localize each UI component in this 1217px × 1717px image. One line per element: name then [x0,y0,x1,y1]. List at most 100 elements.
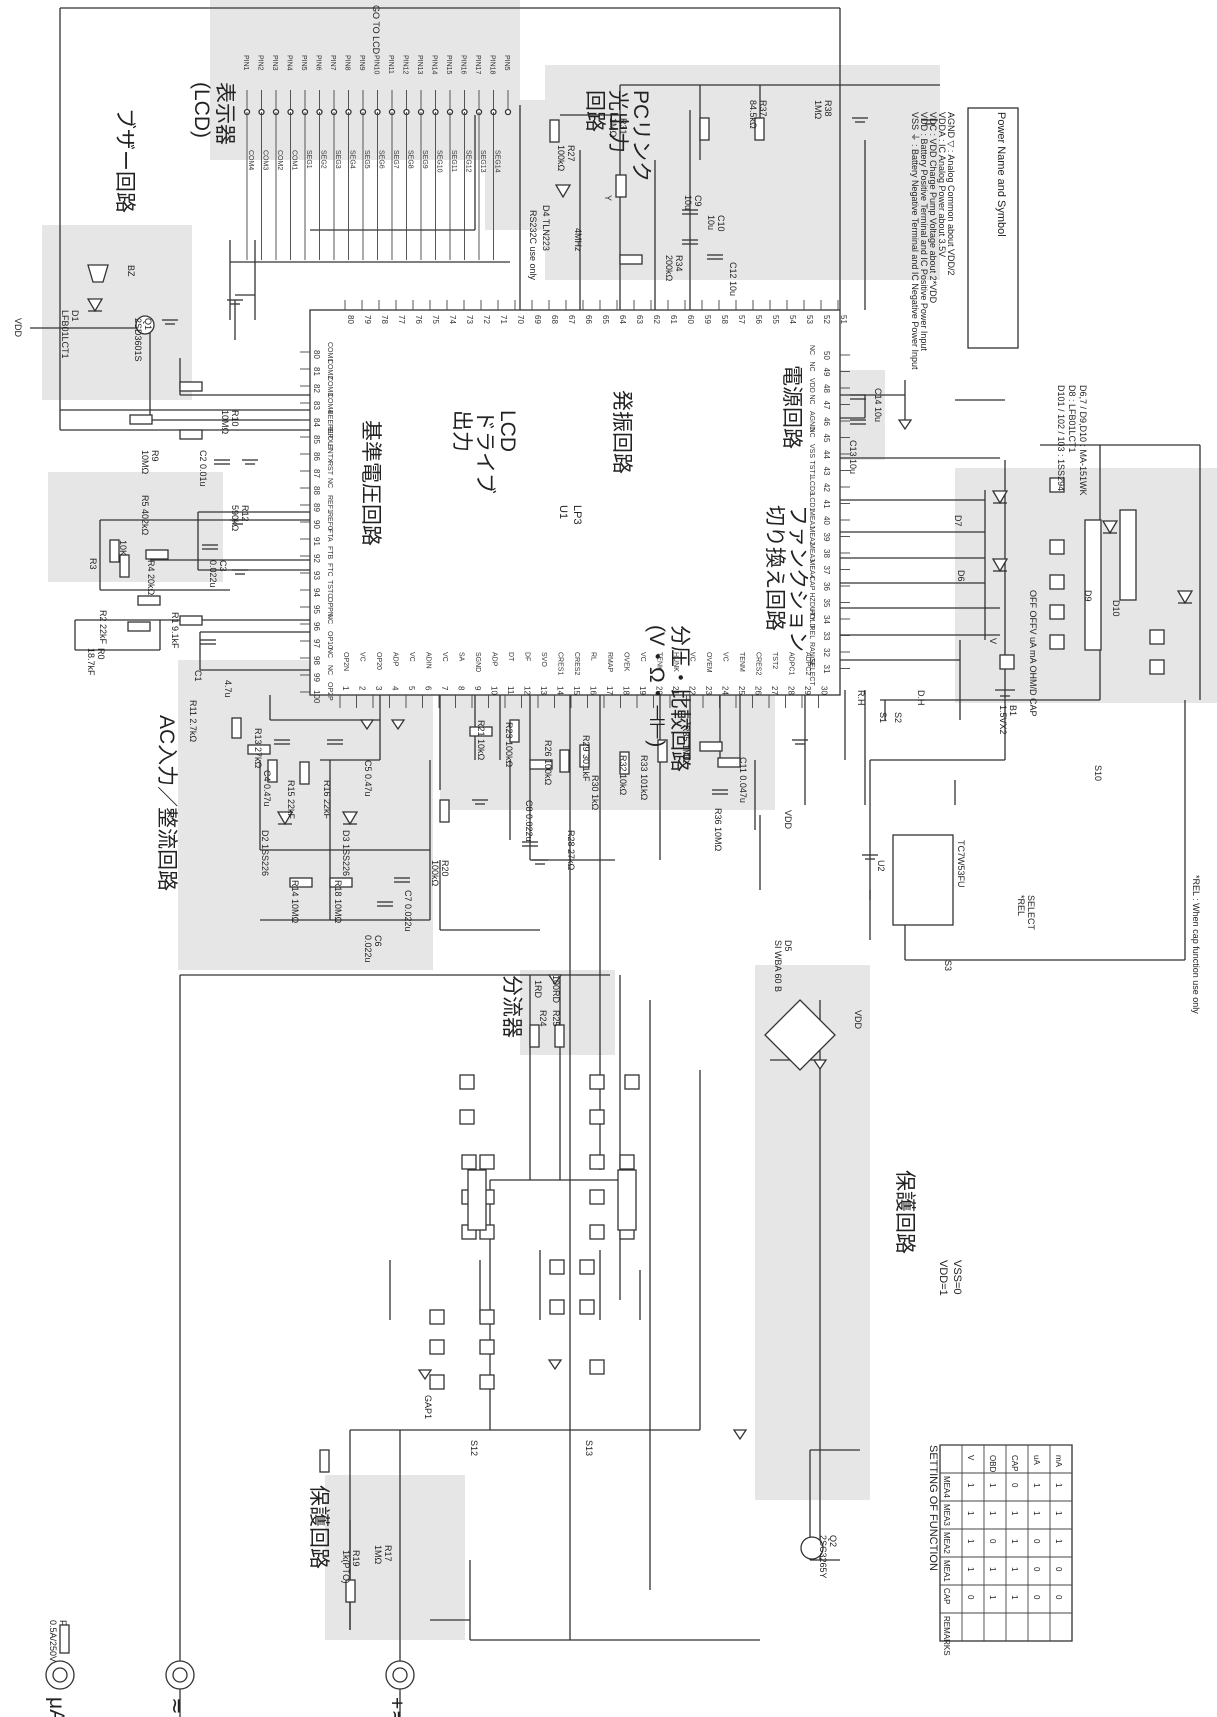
ic-left-pin-number: 82 [312,384,321,393]
component-label-line: R36 10MΩ [713,808,723,852]
ic-u1-part-line: LP3 [571,505,583,525]
component-label: R11 2.7kΩ [188,700,198,742]
ic-right-pin-name: MEA3 [808,543,815,562]
component-label-line: *REL [1016,895,1026,916]
table-cell: 0 [1032,1567,1041,1572]
zone-lcd [210,0,520,160]
ic-bottom-pin-number: 14 [556,686,565,695]
lcd-go-to-label: GO TO LCD [371,5,381,55]
component-label: C4 0.47u [262,770,272,807]
component-label: V [988,638,998,644]
ic-bottom-pin-number: 24 [721,686,730,695]
diode [991,558,1009,573]
component-label-line: 4.7u [223,680,233,698]
ic-top-pin-number: 63 [635,315,644,324]
lcd-pin-label: PIN6 [315,55,322,71]
table-cell: 1 [988,1511,997,1516]
table-cell: 1 [1054,1483,1063,1488]
table-note-vdd: VDD=1 [937,1260,949,1296]
component-label-line: R19 [351,1550,361,1567]
component-label-line: R30 1kΩ [590,775,600,811]
table-cell: 1 [1010,1595,1019,1600]
ic-top-pin-number: 72 [482,315,491,324]
block-title-line: 分圧・比較回路 [668,625,691,772]
diode [1101,520,1119,535]
component-label-line: LFB01LCT1 [60,310,70,359]
ic-right-pin-number: 35 [822,599,831,608]
buzzer-icon [87,264,109,283]
agnd-icon [547,974,563,986]
ic-right-pin-number: 45 [822,434,831,443]
component-label-line: 0.022u [363,935,373,963]
block-title: 保護回路 [307,1485,330,1569]
component-label: R1 9.1kF [170,612,180,649]
ic-right-pin-name: SELECT [808,659,815,687]
component-label: RS232C use only [528,210,538,281]
ic-right-pin-number: 50 [822,351,831,360]
switch-contact [1049,574,1065,590]
ic-top-pin-number: 55 [771,315,780,324]
bridge-d5-icon [764,999,836,1071]
component-label-line: R37 [758,100,768,117]
diode [1176,590,1194,605]
block-title-line: 電源回路 [780,365,803,449]
table-note-vdd-line: VDD=1 [937,1260,949,1296]
ic-bottom-pin-name: OP20 [375,652,382,670]
jacks: μA・mA≂ COM+≂ [45,1660,415,1717]
ic-left-pin-number: 94 [312,588,321,597]
lcd-pin-label: PIN13 [416,55,423,75]
ic-right-pin-name: HOLD [808,609,815,628]
component-label-line: 10MΩ [140,450,150,475]
lcd-signal-label: SEG7 [392,150,399,169]
ic-right-pin-number: 43 [822,467,831,476]
component-label: R15 22kF [286,780,296,820]
component-label-line: Q1 [143,318,153,330]
ic-bottom-pin-name: CRES2 [755,652,762,675]
ic-top-pin-number: 66 [584,315,593,324]
ic-bottom-pin-number: 6 [424,686,433,691]
switch-contact [1049,604,1065,620]
block-title: 発振回路 [610,390,633,474]
component-label-line: 200kΩ [664,255,674,282]
component-label-line: R2 22kF [98,610,108,645]
component-label-line: F [58,1620,68,1626]
component-label: R32 10kΩ [618,755,628,796]
ic-left-pin-number: 81 [312,367,321,376]
ic-bottom-pin-number: 15 [572,686,581,695]
lcd-signal-label: SEG12 [465,150,472,173]
ic-right-pin-number: 37 [822,566,831,575]
component-label: R16 22kF [322,780,332,820]
lcd-pin-label: PIN7 [329,55,336,71]
lcd-signal-label: SEG11 [450,150,457,172]
symbols [59,117,1194,1654]
component-label-line: Y [603,195,613,201]
ic-left-pin-name: FTC [326,563,333,577]
ic-bottom-pin-name: ADIN [425,652,432,669]
component-label: 4MHz [573,228,583,252]
lcd-pin-label: PIN5 [300,55,307,71]
ic-right-pin-name: REL [808,626,815,640]
ic-top-pin-number: 77 [397,315,406,324]
transistor-q2 [800,1536,824,1560]
ic-right-pin-number: 44 [822,450,831,459]
component-label-line: R1 9.1kF [170,612,180,649]
ic-right-pin-name: RANGE [808,642,815,667]
switch-contact [589,1109,605,1125]
ic-right-pin-number: 42 [822,483,831,492]
ic-bottom-pin-name: OP2N [342,652,349,671]
ic-top-pin-number: 60 [686,315,695,324]
ic-bottom-pin-number: 27 [770,686,779,695]
table-cell: 1 [1054,1539,1063,1544]
switch-contact [429,1339,445,1355]
table-header: REMARKS [942,1616,951,1656]
component-label-line: 18.7kF [86,648,96,676]
ic-bottom-pin-name: RMAP [606,652,613,673]
component-label: VDD [853,1010,863,1030]
table-note-vss-line: VSS=0 [951,1260,963,1295]
component-label-line: C9 [693,195,703,207]
component-label: R36 10MΩ [713,808,723,852]
